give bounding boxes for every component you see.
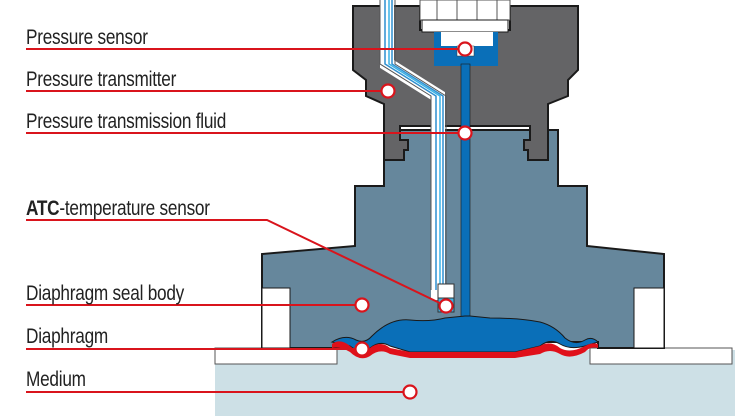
flange-right (589, 347, 733, 365)
markers (354, 41, 473, 400)
label-pressure-sensor: Pressure sensor (26, 26, 148, 49)
atc-wires (379, 0, 447, 300)
diaphragm-membrane (332, 341, 598, 359)
marker-pressure-transmission-fluid (457, 125, 473, 141)
label-atc-temperature-sensor: ATC-temperature sensor (26, 198, 210, 219)
label-atc-bold: ATC (26, 197, 60, 220)
leader-lines (26, 48, 465, 393)
atc-sensor-cap (437, 283, 455, 299)
label-medium: Medium (26, 368, 86, 391)
seal-slot-left (261, 287, 291, 349)
label-pressure-transmitter: Pressure transmitter (26, 68, 177, 91)
marker-pressure-transmitter (380, 83, 396, 99)
sensor-plate (421, 19, 509, 33)
sensor-cell (441, 32, 493, 46)
label-diaphragm: Diaphragm (26, 325, 109, 348)
marker-diaphragm (354, 341, 370, 357)
seal-slot-right (633, 287, 665, 349)
marker-pressure-sensor (457, 41, 473, 57)
flange-left (214, 347, 338, 365)
label-pressure-transmission-fluid: Pressure transmission fluid (26, 110, 227, 133)
marker-medium (402, 384, 418, 400)
leader-atc-temperature-sensor (26, 219, 447, 307)
fluid-diaphragm-layer (330, 315, 599, 353)
label-diaphragm-seal-body: Diaphragm seal body (26, 282, 185, 305)
fluid-capillary (460, 63, 471, 327)
marker-atc-temperature-sensor (438, 298, 454, 314)
label-atc-rest: -temperature sensor (59, 197, 210, 220)
marker-diaphragm-seal-body (354, 297, 370, 313)
